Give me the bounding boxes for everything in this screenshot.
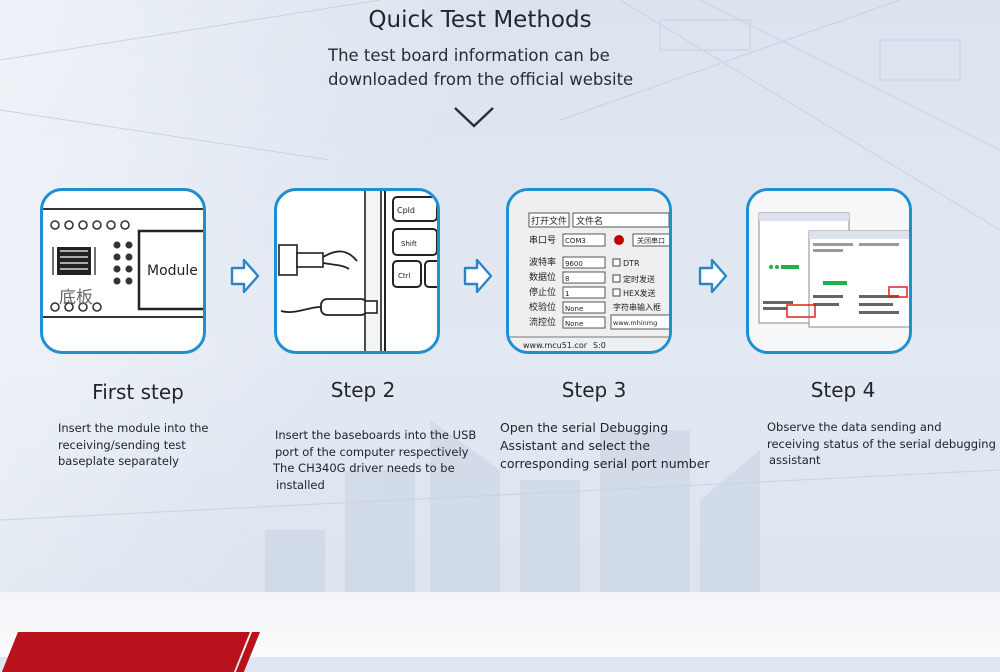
module-label: Module: [147, 263, 198, 279]
svg-text:文件名: 文件名: [576, 215, 603, 227]
step-title-4: Step 4: [810, 378, 876, 402]
key-shift: Shift: [401, 240, 417, 248]
arrow-right-icon: [463, 258, 493, 294]
svg-text:S:0: S:0: [593, 341, 606, 350]
svg-text:打开文件: 打开文件: [531, 215, 567, 227]
step2-image: Cpld Shift Ctrl: [274, 188, 440, 354]
svg-text:DTR: DTR: [623, 259, 640, 268]
svg-text:关闭串口: 关闭串口: [637, 236, 665, 245]
svg-text:COM3: COM3: [565, 237, 586, 245]
arrow-right-icon: [230, 258, 260, 294]
step-desc-4: Observe the data sending and receiving s…: [767, 420, 996, 467]
step-title-1: First step: [92, 380, 184, 404]
svg-text:校验位: 校验位: [529, 301, 556, 313]
section-banner: [1, 632, 251, 672]
svg-text:HEX发送: HEX发送: [623, 288, 656, 298]
svg-text:波特率: 波特率: [529, 256, 556, 268]
step-desc-1: Insert the module into the receiving/sen…: [58, 421, 209, 468]
svg-text:字符串输入框: 字符串输入框: [613, 302, 661, 312]
step-title-2: Step 2: [330, 378, 396, 402]
svg-text:停止位: 停止位: [529, 286, 556, 298]
key-cpld: Cpld: [397, 206, 415, 215]
svg-text:www.mcu51.cor: www.mcu51.cor: [523, 341, 588, 350]
svg-text:None: None: [565, 305, 583, 313]
step-title-3: Step 3: [561, 378, 627, 402]
arrow-right-icon: [698, 258, 728, 294]
step3-image: 打开文件 文件名 串口号 COM3 关闭串口 波特率 9600 数据位 8 停止…: [506, 188, 672, 354]
svg-text:www.mhinmg: www.mhinmg: [613, 319, 657, 327]
step-desc-2: Insert the baseboards into the USB port …: [273, 428, 477, 492]
chevron-down-icon: [454, 107, 494, 128]
svg-text:串口号: 串口号: [529, 235, 556, 246]
page-subtitle: The test board information can be downlo…: [328, 46, 634, 89]
svg-text:None: None: [565, 320, 583, 328]
key-ctrl: Ctrl: [398, 272, 411, 280]
baseplate-label: 底板: [59, 288, 93, 308]
page-title: Quick Test Methods: [368, 7, 592, 33]
svg-text:1: 1: [565, 290, 569, 298]
svg-text:8: 8: [565, 275, 569, 283]
svg-text:数据位: 数据位: [529, 271, 556, 283]
svg-text:9600: 9600: [565, 260, 583, 268]
svg-text:流控位: 流控位: [529, 316, 556, 328]
step1-image: Module 底板: [40, 188, 206, 354]
step4-image: [746, 188, 912, 354]
svg-text:定时发送: 定时发送: [623, 274, 655, 284]
step-desc-3: Open the serial Debugging Assistant and …: [500, 420, 710, 471]
